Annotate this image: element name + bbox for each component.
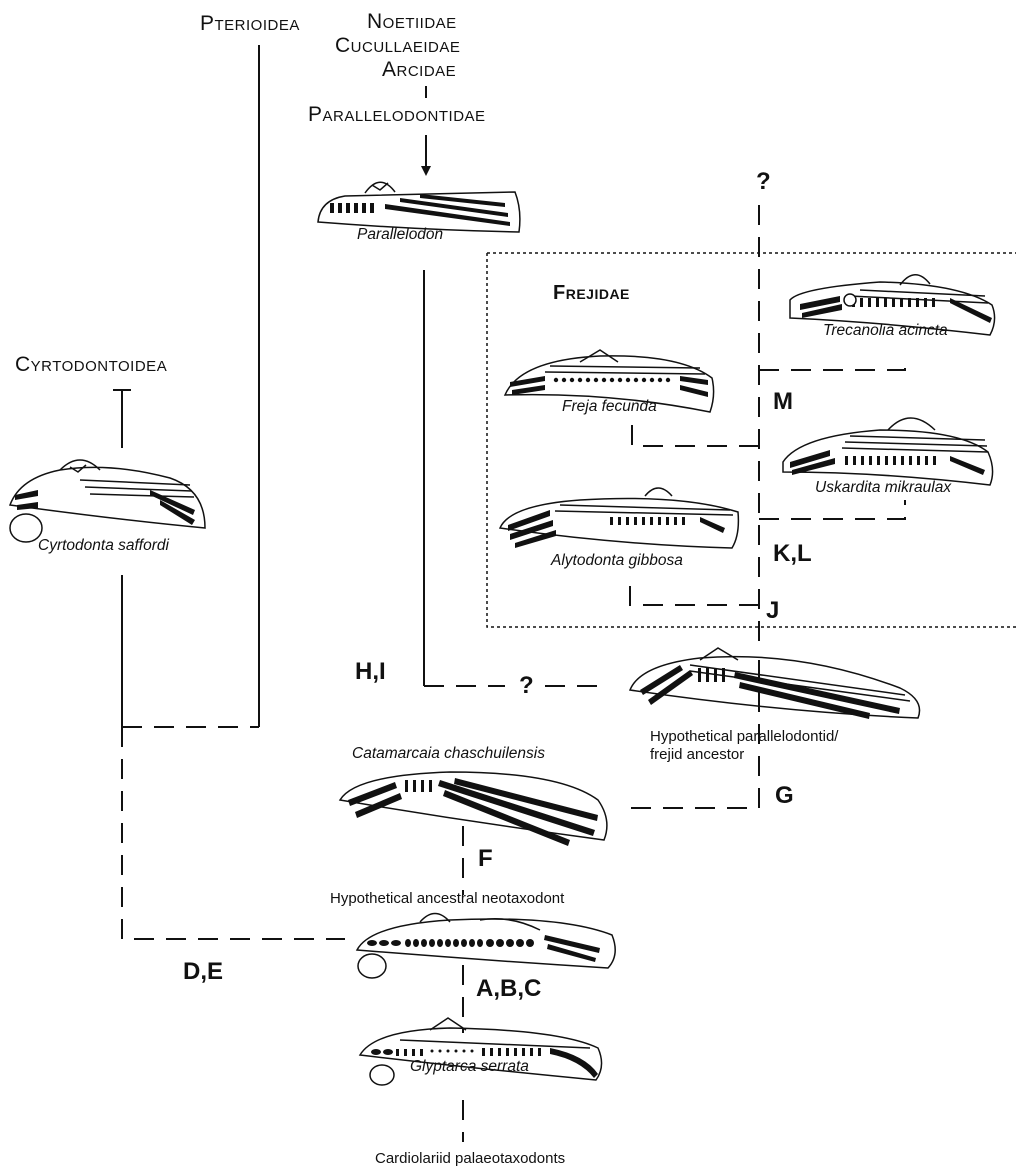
character-hi: H,I [355,658,386,686]
neotaxodont-label: Hypothetical ancestral neotaxodont [330,890,564,907]
uskardita-branch [759,500,905,519]
freja-fecunda-label: Freja fecunda [562,398,657,416]
freja-branch [632,420,759,446]
character-f: F [478,845,493,873]
glyptarca-serrata-label: Glyptarca serrata [410,1058,529,1076]
question-mark-top: ? [756,168,771,196]
parallelodontidae-label: Parallelodontidae [308,103,486,127]
hypothetical-ancestor-label-2: frejid ancestor [650,746,744,763]
alytodonta-gibbosa-label: Alytodonta gibbosa [551,552,683,570]
parallelodon-shell [318,182,520,232]
cyrtodonta-shell [10,460,205,542]
alytodonta-branch [630,580,759,605]
cyrtodonta-saffordi-label: Cyrtodonta saffordi [38,537,169,555]
catamarcaia-label: Catamarcaia chaschuilensis [352,745,545,763]
character-m: M [773,388,793,416]
cardiolariid-label: Cardiolariid palaeotaxodonts [375,1150,565,1167]
uskardita-mikraulax-label: Uskardita mikraulax [815,479,951,497]
neotaxodont-shell [357,914,615,979]
parallelodon-label: Parallelodon [357,226,443,244]
character-de: D,E [183,958,223,986]
character-kl: K,L [773,540,812,568]
frejidae-label: Frejidae [553,282,630,305]
hypothetical-ancestor-shell [630,648,920,719]
pterioidea-label: Pterioidea [200,12,300,36]
character-j: J [766,597,779,625]
hypothetical-ancestor-label-1: Hypothetical parallelodontid/ [650,728,838,745]
catamarcaia-shell [340,772,607,846]
arrow-head [421,166,431,176]
character-g: G [775,782,794,810]
frejidae-box [487,253,1016,627]
noetiidae-label: Noetiidae [367,10,457,34]
cucullaeidae-label: Cucullaeidae [335,34,460,58]
trecanolia-acincta-label: Trecanolia acincta [823,322,948,340]
arcidae-label: Arcidae [382,58,456,82]
question-mark-mid: ? [519,672,534,700]
cyrtodontoidea-label: Cyrtodontoidea [15,353,167,377]
uskardita-shell [783,418,993,485]
alytodonta-shell [500,488,738,548]
character-abc: A,B,C [476,975,541,1003]
trecanolia-branch [759,360,905,370]
cyrtodonta-to-neotaxodont [122,727,345,939]
